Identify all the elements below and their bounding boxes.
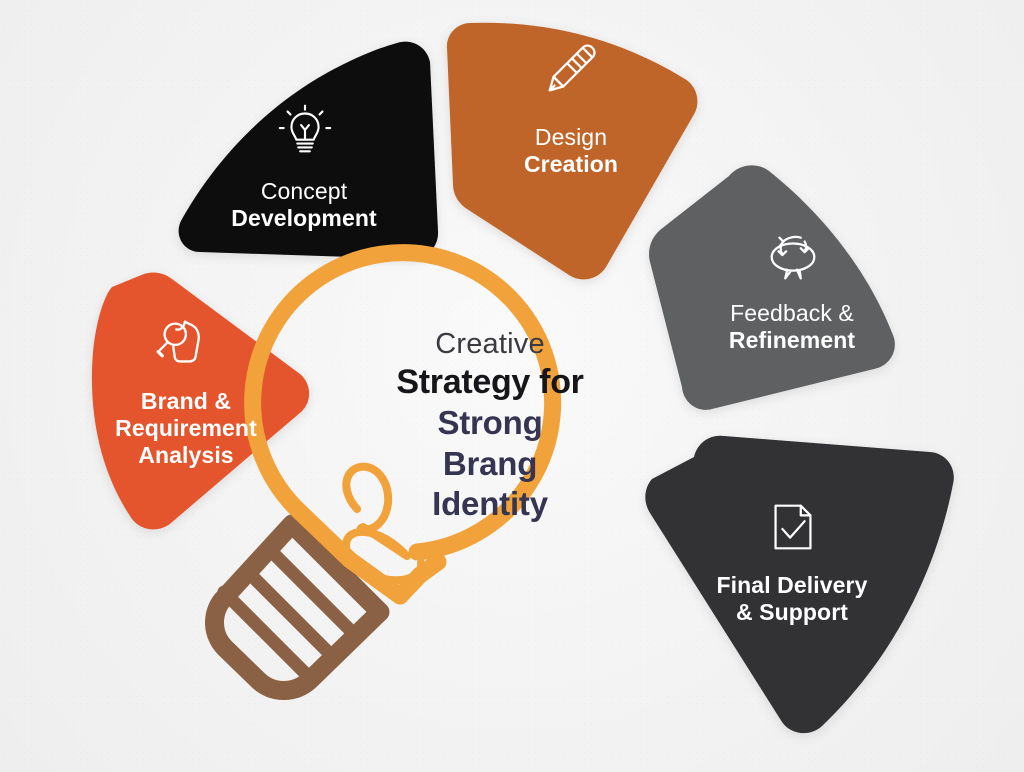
petal-final-delivery-support[interactable] <box>645 435 954 734</box>
bulb-filament-icon <box>342 462 426 585</box>
center-line-brang: Brang <box>442 444 538 482</box>
label-concept-development: Concept Development <box>182 178 426 232</box>
petal-feedback-refinement[interactable] <box>649 165 895 410</box>
bulb-outline-icon <box>244 244 562 561</box>
document-check-icon <box>762 496 824 558</box>
label-line: Requirement <box>115 415 257 442</box>
petal-brand-requirement-analysis[interactable] <box>91 272 310 530</box>
center-line-identity: Identity <box>432 485 548 523</box>
feedback-loop-icon <box>762 228 824 290</box>
pencil-tip-icon <box>205 514 390 700</box>
label-line: Brand & <box>140 388 232 414</box>
label-line: Analysis <box>138 442 234 469</box>
label-line: Final Delivery <box>716 572 868 598</box>
label-brand-requirement-analysis: Brand & Requirement Analysis <box>92 388 280 469</box>
label-line: & Support <box>735 599 849 626</box>
label-line: Development <box>231 205 377 232</box>
center-title-block: Creative Strategy for Strong Brang Ident… <box>348 328 632 525</box>
label-design-creation: Design Creation <box>478 124 664 178</box>
center-line-creative: Creative <box>435 328 545 360</box>
center-line-strong: Strong <box>437 404 543 441</box>
label-line: Creation <box>523 151 619 178</box>
label-line: Refinement <box>728 327 856 354</box>
label-line: Feedback & <box>730 300 854 326</box>
magnifier-shirt-icon <box>152 312 214 374</box>
label-line: Concept <box>260 178 348 204</box>
pencil-icon <box>540 40 602 102</box>
lightbulb-icon <box>274 98 336 160</box>
label-line: Design <box>534 124 608 150</box>
petal-design-creation[interactable] <box>446 22 698 280</box>
label-feedback-refinement: Feedback & Refinement <box>692 300 892 354</box>
label-final-delivery-support: Final Delivery & Support <box>686 572 898 626</box>
center-line-strategy: Strategy for <box>396 363 584 401</box>
